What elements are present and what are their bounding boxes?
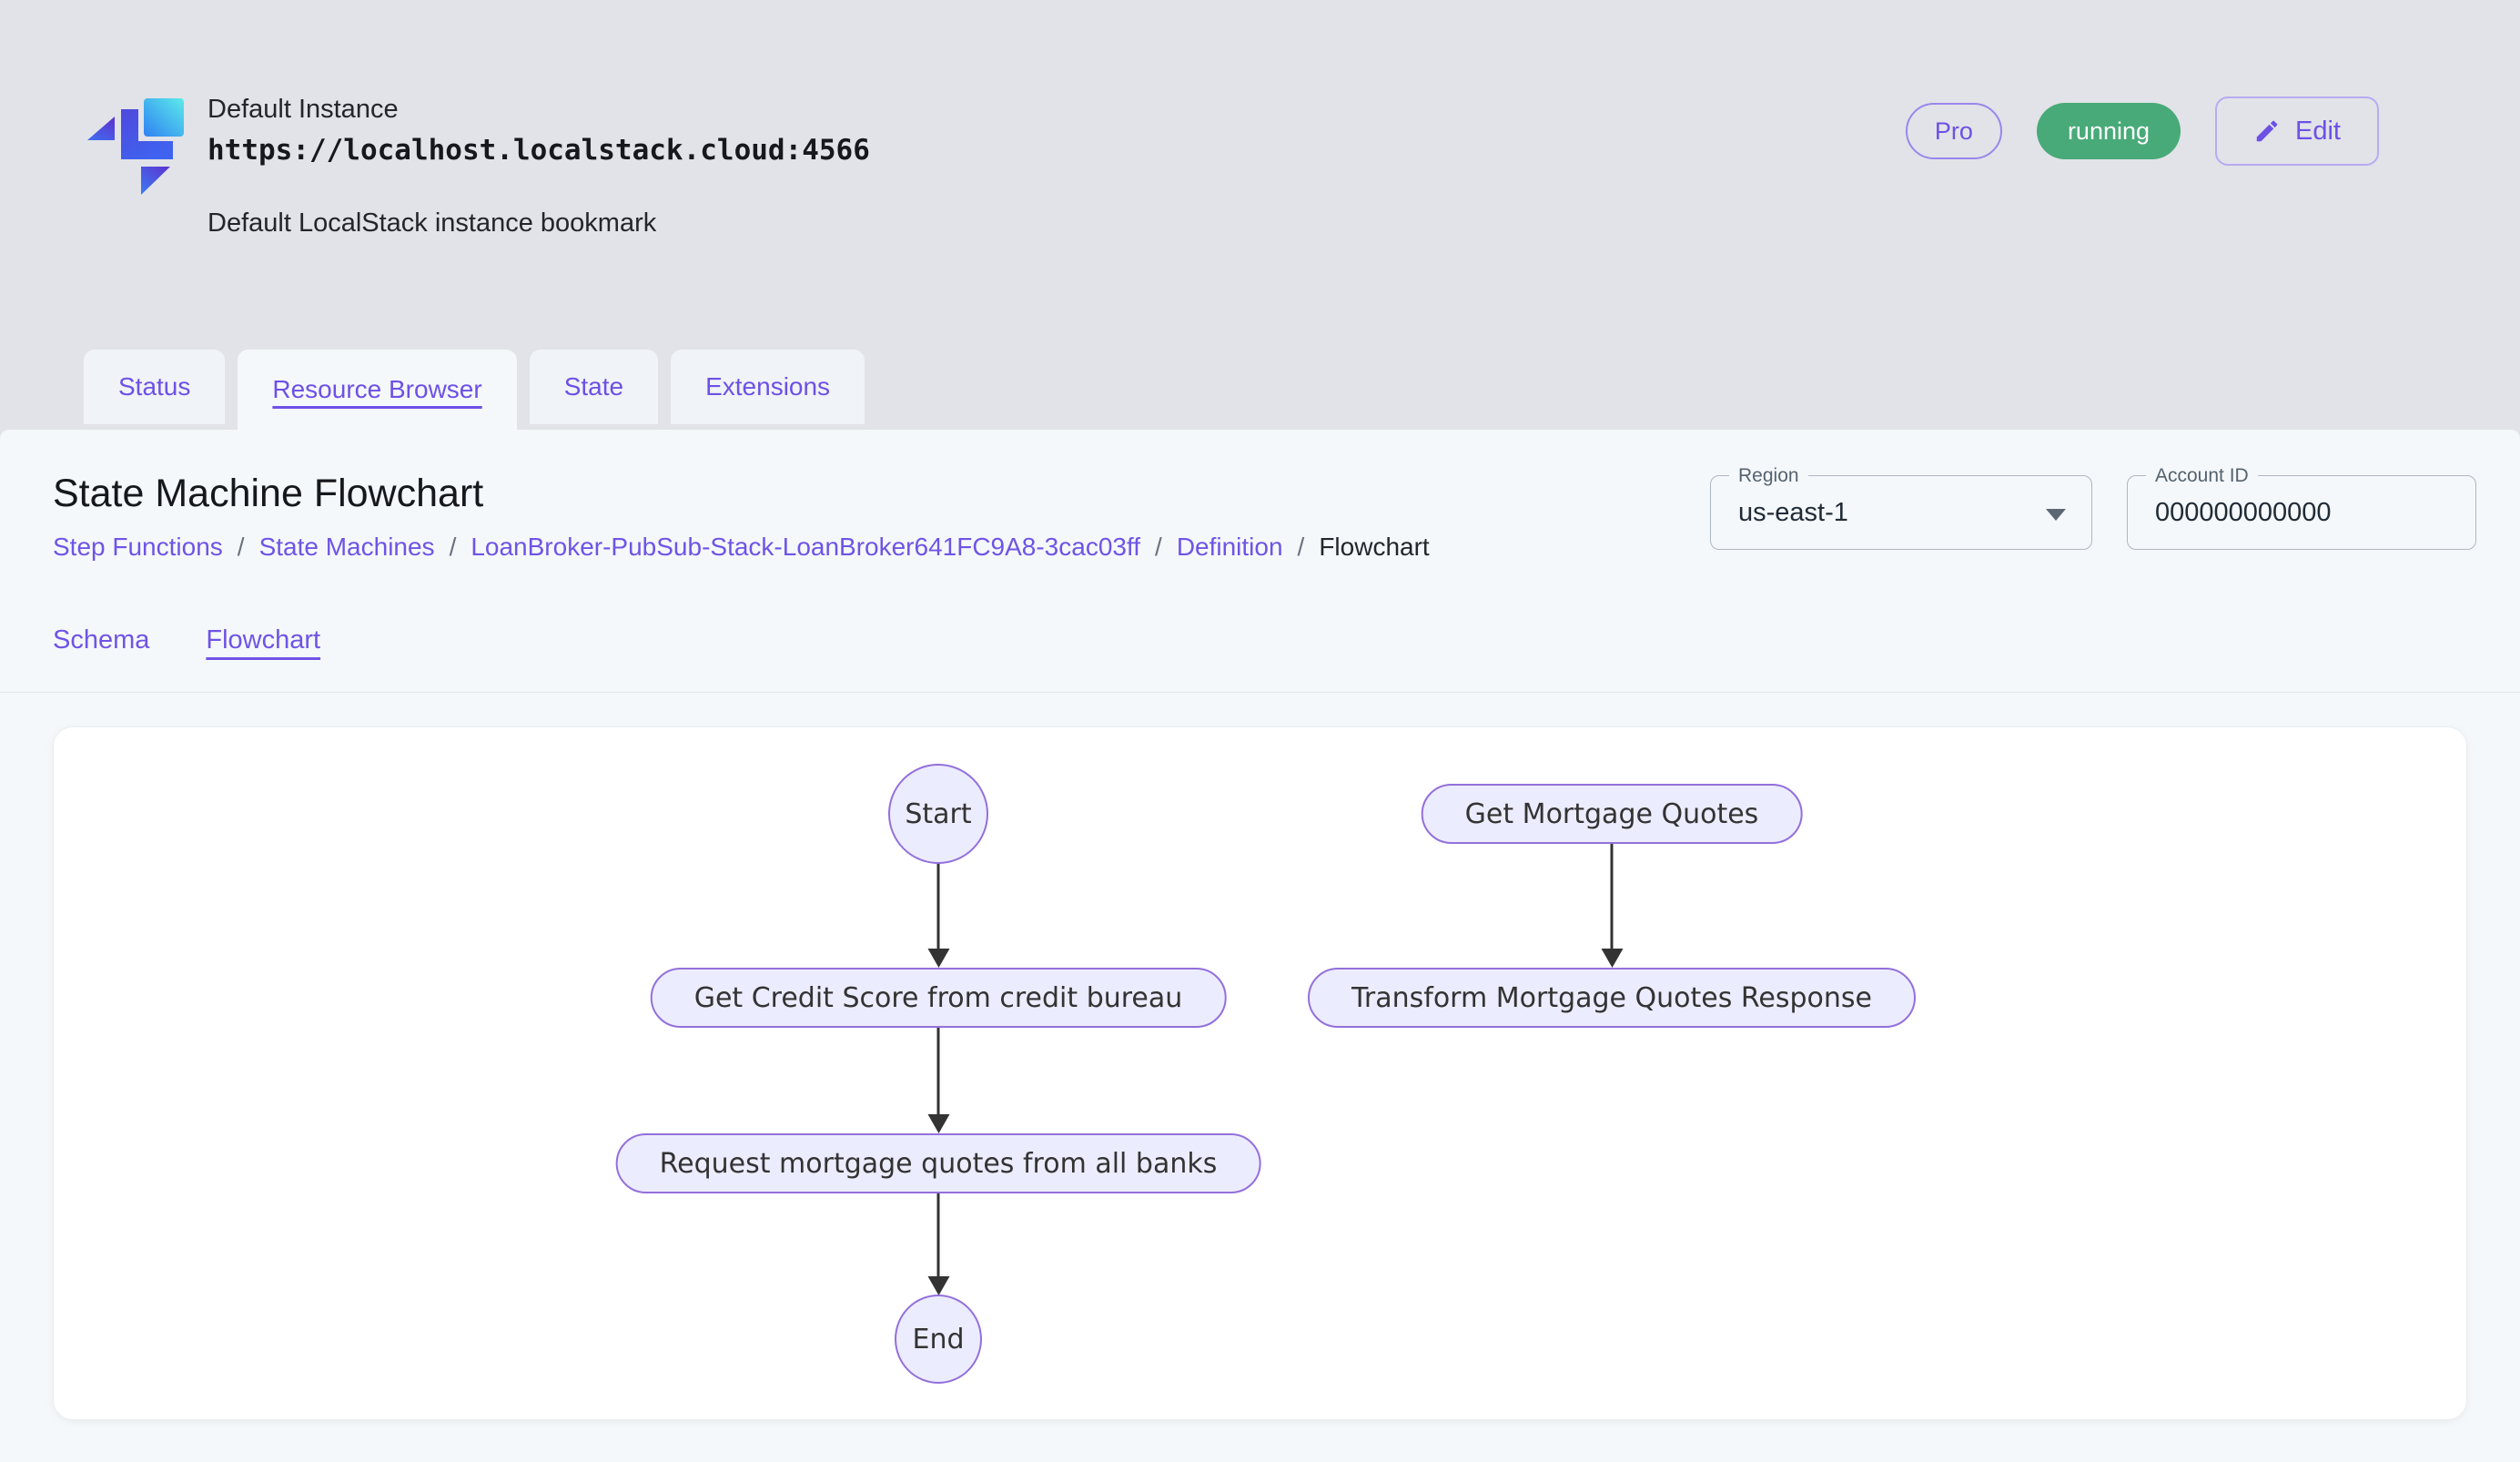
- instance-url: https://localhost.localstack.cloud:4566: [207, 134, 870, 167]
- edit-button-label: Edit: [2295, 116, 2341, 146]
- region-value: us-east-1: [1738, 498, 1848, 527]
- flow-node-get-mortgage-quotes: Get Mortgage Quotes: [1421, 784, 1803, 844]
- main-tab-bar: Status Resource Browser State Extensions: [84, 350, 865, 430]
- edit-button[interactable]: Edit: [2215, 96, 2379, 166]
- tab-extensions[interactable]: Extensions: [671, 350, 865, 424]
- breadcrumb: Step Functions / State Machines / LoanBr…: [53, 533, 1430, 562]
- resource-browser-panel: State Machine Flowchart Step Functions /…: [0, 430, 2520, 1462]
- account-id-field[interactable]: Account ID 000000000000: [2127, 464, 2476, 550]
- flow-node-transform-response: Transform Mortgage Quotes Response: [1307, 968, 1917, 1028]
- flow-arrow-start-to-credit: [936, 863, 940, 949]
- localstack-logo: [84, 89, 186, 197]
- flowchart-canvas: Start Get Credit Score from credit burea…: [53, 726, 2467, 1420]
- breadcrumb-separator: /: [1155, 533, 1162, 561]
- breadcrumb-current: Flowchart: [1319, 533, 1430, 561]
- tab-state[interactable]: State: [529, 350, 659, 424]
- breadcrumb-link-step-functions[interactable]: Step Functions: [53, 533, 223, 561]
- flow-node-end: End: [895, 1294, 982, 1384]
- definition-subtabs: Schema Flowchart: [0, 625, 2520, 655]
- breadcrumb-separator: /: [449, 533, 457, 561]
- chevron-down-icon: [2046, 509, 2066, 521]
- subtab-flowchart[interactable]: Flowchart: [206, 625, 321, 655]
- breadcrumb-link-state-machine-name[interactable]: LoanBroker-PubSub-Stack-LoanBroker641FC9…: [471, 533, 1141, 561]
- status-badge: running: [2036, 103, 2181, 159]
- breadcrumb-separator: /: [237, 533, 245, 561]
- pencil-icon: [2253, 117, 2281, 145]
- instance-name: Default Instance: [207, 95, 399, 124]
- flow-arrow-gmq-to-transform: [1610, 844, 1614, 949]
- breadcrumb-link-state-machines[interactable]: State Machines: [258, 533, 435, 561]
- flow-node-start: Start: [888, 764, 988, 864]
- flow-arrow-request-to-end: [936, 1193, 940, 1277]
- subtab-schema[interactable]: Schema: [53, 625, 150, 655]
- region-label: Region: [1729, 464, 1808, 488]
- account-id-label: Account ID: [2146, 464, 2258, 488]
- subtab-divider: [0, 692, 2520, 693]
- breadcrumb-link-definition[interactable]: Definition: [1176, 533, 1283, 561]
- tab-resource-browser[interactable]: Resource Browser: [238, 350, 517, 430]
- flow-node-request-quotes: Request mortgage quotes from all banks: [615, 1133, 1261, 1193]
- flow-arrow-credit-to-request: [936, 1028, 940, 1115]
- flow-node-get-credit-score: Get Credit Score from credit bureau: [650, 968, 1227, 1028]
- pro-badge: Pro: [1905, 103, 2002, 159]
- tab-status[interactable]: Status: [84, 350, 226, 424]
- account-id-value: 000000000000: [2155, 498, 2332, 527]
- page-title: State Machine Flowchart: [53, 472, 484, 515]
- instance-description: Default LocalStack instance bookmark: [207, 208, 657, 238]
- region-select[interactable]: Region us-east-1: [1710, 464, 2092, 550]
- breadcrumb-separator: /: [1297, 533, 1305, 561]
- app-header: Default Instance https://localhost.local…: [0, 0, 2520, 430]
